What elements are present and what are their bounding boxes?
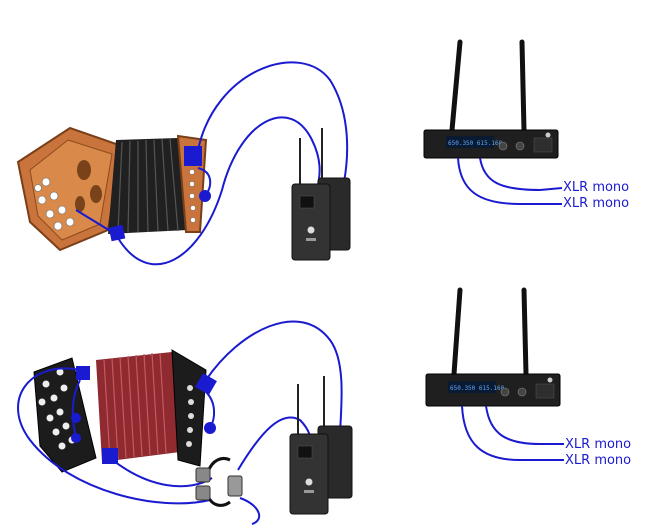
top-output-cable-2 xyxy=(457,157,562,205)
bottom-cable-1 xyxy=(205,320,343,433)
top-cable-1 xyxy=(197,61,349,183)
top-bodypack-transmitters xyxy=(291,128,351,261)
bottom-cable-4 xyxy=(239,497,261,525)
bottom-output-cable-1 xyxy=(485,405,564,445)
chromatic-accordion xyxy=(33,349,217,473)
top-cable-2 xyxy=(117,116,321,266)
diatonic-accordion xyxy=(16,126,212,252)
top-xlr-label-1: XLR mono xyxy=(563,180,630,195)
bottom-receiver: 650.350 615.160 xyxy=(425,287,561,407)
bottom-cable-loop xyxy=(17,367,211,505)
receiver-brand-icon xyxy=(545,132,551,138)
bottom-receiver-display: 650.350 615.160 xyxy=(450,385,505,392)
y-splitter-adapter xyxy=(195,457,243,507)
bottom-xlr-label-2: XLR mono xyxy=(565,453,632,468)
bottom-setup: 650.350 615.160 xyxy=(17,287,564,525)
top-xlr-label-2: XLR mono xyxy=(563,196,630,211)
top-receiver: 650.350 615.160 xyxy=(423,39,559,159)
bottom-output-cable-2 xyxy=(461,405,564,461)
receiver-brand-icon xyxy=(547,377,553,383)
bottom-bodypack-transmitters xyxy=(289,376,353,515)
top-setup: 650.350 615.160 xyxy=(16,39,563,266)
top-receiver-display: 650.350 615.160 xyxy=(448,140,503,147)
top-output-cable-1 xyxy=(479,157,563,192)
bottom-xlr-label-1: XLR mono xyxy=(565,437,632,452)
